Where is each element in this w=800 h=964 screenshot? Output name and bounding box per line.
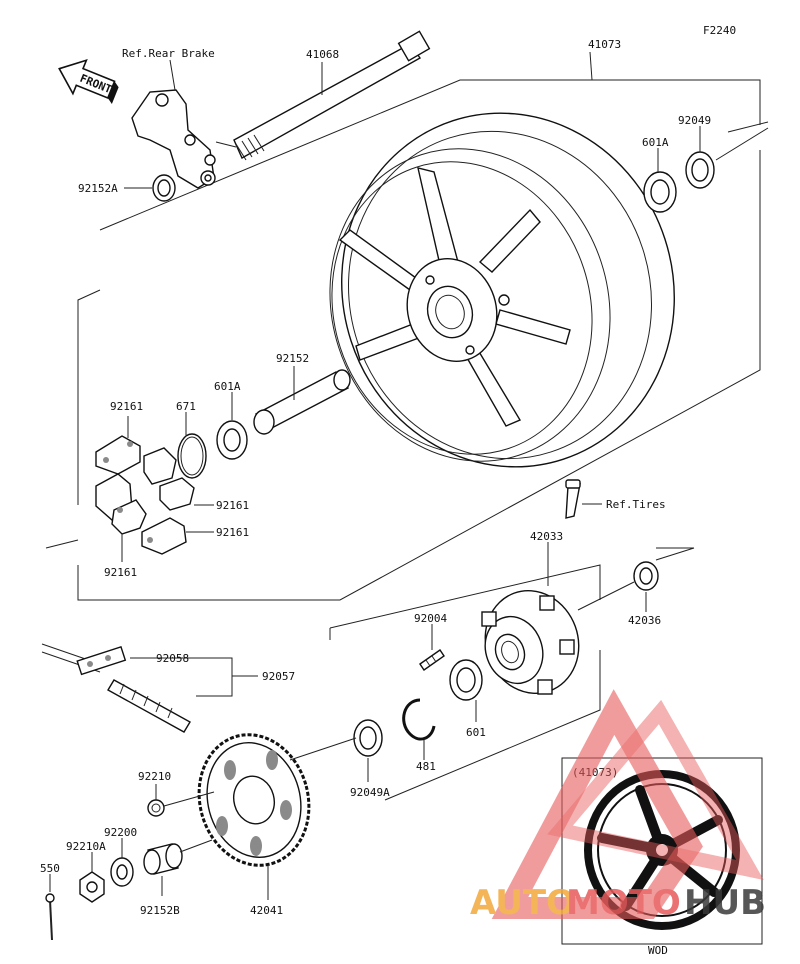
watermark-text-moto: MOTO [566, 883, 681, 923]
label-550: 550 [40, 862, 60, 875]
label-92200: 92200 [104, 826, 137, 839]
label-601a: 601A [214, 380, 241, 393]
label-481: 481 [416, 760, 436, 773]
watermark-text-auto: AUTO [470, 883, 575, 923]
label-92210: 92210 [138, 770, 171, 783]
label-92152b: 92152B [140, 904, 180, 917]
seal-92049 [685, 151, 715, 189]
collar-92152b [143, 843, 183, 875]
drive-chain-92057 [41, 643, 191, 733]
washer-92200 [110, 857, 134, 887]
label-42041: 42041 [250, 904, 283, 917]
label-92049: 92049 [678, 114, 711, 127]
ref-tires: Ref.Tires [606, 498, 666, 511]
figure-code: F2240 [703, 24, 736, 37]
label-92057: 92057 [262, 670, 295, 683]
oring-671 [177, 433, 207, 479]
cotter-pin-550 [45, 893, 55, 941]
bearing-601a-top [643, 171, 677, 213]
circlip-481 [402, 698, 436, 741]
nut-92210 [147, 799, 165, 817]
label-92152a: 92152A [78, 182, 118, 195]
rear-brake-bracket [131, 89, 216, 189]
label-41073: 41073 [588, 38, 621, 51]
label-92161-c: 92161 [216, 526, 249, 539]
assembly-frame-lines [45, 79, 769, 801]
label-42033: 42033 [530, 530, 563, 543]
sprocket-42041 [197, 733, 311, 867]
collar-42036 [633, 561, 659, 591]
label-92161-a: 92161 [110, 400, 143, 413]
rear-wheel-41073 [329, 112, 675, 468]
label-601a-top: 601A [642, 136, 669, 149]
coupling-42033 [481, 589, 580, 695]
label-92058: 92058 [156, 652, 189, 665]
ref-rear-brake: Ref.Rear Brake [122, 47, 215, 60]
label-92161-d: 92161 [104, 566, 137, 579]
label-92004: 92004 [414, 612, 447, 625]
collar-92152 [253, 369, 351, 435]
castle-nut-92210a [79, 871, 105, 903]
stud-92004 [419, 649, 445, 671]
inset-caption: WOD [648, 944, 668, 957]
label-41068: 41068 [306, 48, 339, 61]
label-671: 671 [176, 400, 196, 413]
automotohub-watermark-logo: AUTO MOTO HUB [470, 689, 766, 923]
label-92161-b: 92161 [216, 499, 249, 512]
label-92152: 92152 [276, 352, 309, 365]
wheel-spokes [338, 167, 571, 427]
dampers-92161 [95, 435, 195, 555]
seal-92049a [353, 719, 383, 757]
axle-41068 [215, 30, 431, 161]
valve-stem-icon [565, 479, 581, 519]
label-92210a: 92210A [66, 840, 106, 853]
collar-92152a [152, 174, 176, 202]
bearing-601a [216, 420, 248, 460]
watermark-text-hub: HUB [684, 883, 766, 923]
label-601: 601 [466, 726, 486, 739]
bearing-601 [449, 659, 483, 701]
label-92049a: 92049A [350, 786, 390, 799]
label-42036: 42036 [628, 614, 661, 627]
front-arrow-icon: FRONT [58, 58, 119, 104]
